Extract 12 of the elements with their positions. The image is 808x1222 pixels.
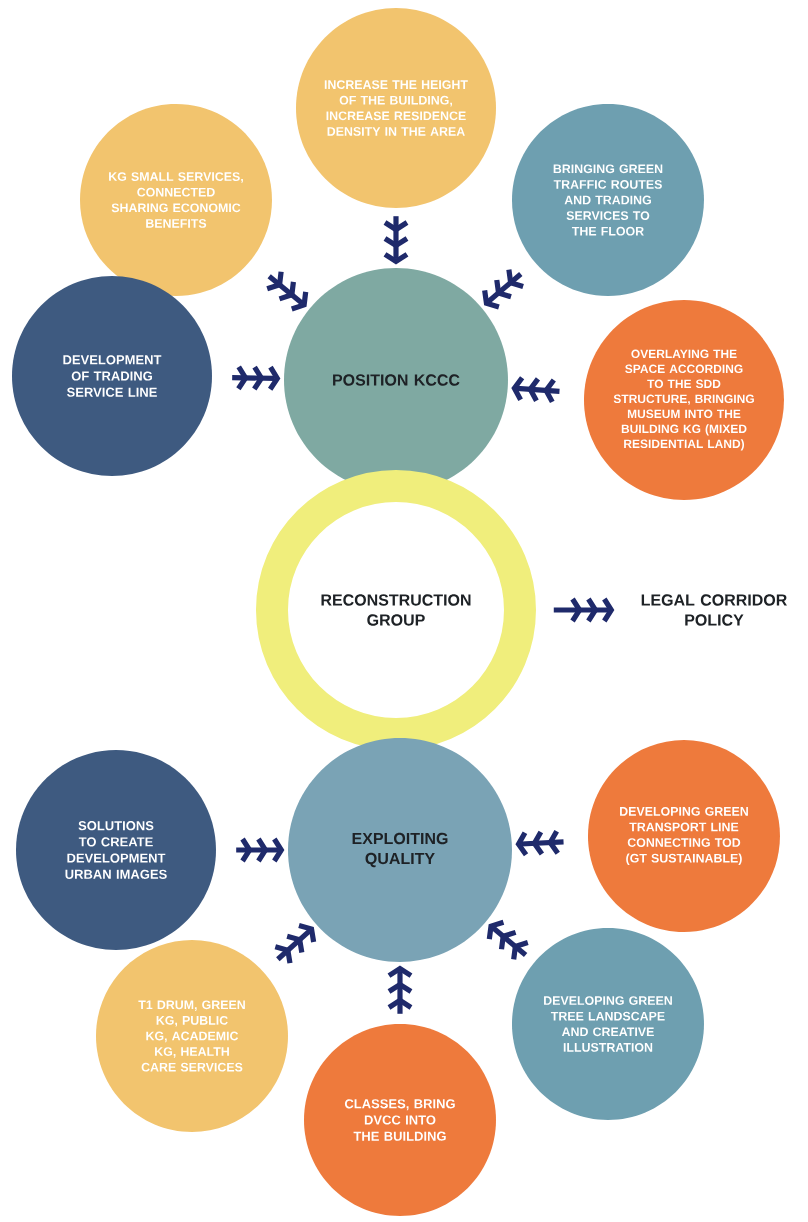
chevron-arrow xyxy=(383,216,409,265)
policy-text: LEGAL CORRIDOR POLICY xyxy=(641,594,787,626)
chevron-arrow xyxy=(232,365,281,391)
chevron-arrow xyxy=(236,837,285,863)
chevron-arrow xyxy=(482,269,524,310)
chevron-arrow xyxy=(387,965,413,1014)
chevron-arrow xyxy=(486,919,529,960)
chevron-arrow xyxy=(511,376,560,404)
chevron-arrow xyxy=(274,923,317,964)
chevron-arrow xyxy=(553,597,615,623)
chevron-arrow xyxy=(266,271,309,312)
chevron-arrow xyxy=(515,829,564,857)
